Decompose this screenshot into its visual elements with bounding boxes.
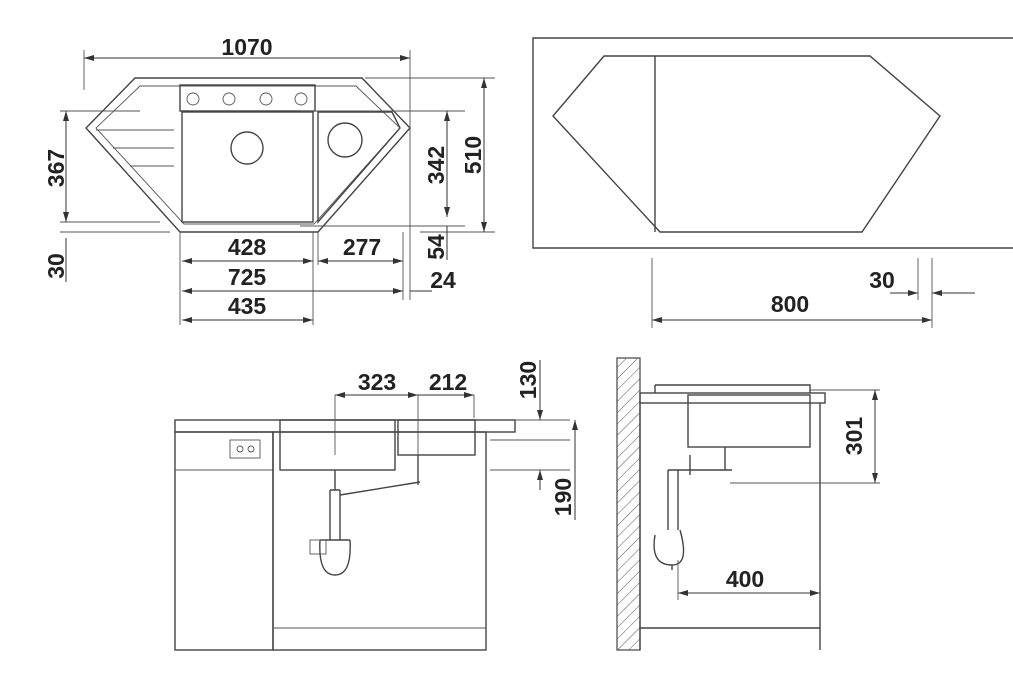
main-bowl [181, 111, 314, 223]
dim-secondary-width: 277 [343, 234, 381, 260]
tap-hole-2 [222, 92, 236, 106]
cabinet-side [639, 403, 821, 650]
tap-hole-3 [259, 92, 273, 106]
bowl-side [687, 394, 811, 448]
countertop-side [639, 392, 826, 404]
front-section: 323 212 130 190 [174, 360, 578, 651]
tap-hole-1 [186, 92, 200, 106]
countertop [174, 419, 516, 433]
secondary-bowl [317, 111, 401, 224]
dim-waste-offset: 400 [726, 566, 764, 592]
cabinet-view: 800 30 [532, 37, 1013, 328]
wall [616, 357, 641, 651]
control-panel [229, 439, 261, 459]
dim-bowl-depth: 342 [423, 146, 449, 184]
secondary-drain [327, 122, 363, 158]
dim-cabinet-width: 800 [771, 291, 809, 317]
dim-main-bowl-width-section: 323 [358, 369, 396, 395]
sink-rim [654, 384, 811, 393]
dim-depth-total: 510 [460, 136, 486, 174]
dim-depth-side: 301 [841, 417, 867, 456]
main-bowl-section [279, 419, 396, 471]
dim-width-total: 1070 [221, 34, 272, 60]
top-view: 1070 367 30 342 510 428 277 54 725 24 43… [43, 34, 495, 325]
dim-secondary-bowl-width-section: 212 [429, 369, 467, 395]
drainer-grooves [96, 129, 174, 167]
tap-ledge [179, 84, 316, 112]
main-drain [230, 131, 264, 165]
dim-gap-bottom: 54 [423, 234, 449, 260]
dim-drain-height: 190 [550, 478, 576, 516]
dim-edge-right: 24 [430, 267, 456, 293]
dim-offset-bottom: 30 [43, 253, 69, 279]
dim-wall-offset: 30 [869, 267, 895, 293]
dim-combined-width: 725 [228, 264, 267, 290]
countertop-outline [532, 37, 1013, 249]
sink-cabinet [272, 431, 487, 651]
side-section: 301 400 [616, 357, 880, 651]
secondary-bowl-section [397, 419, 476, 456]
tap-hole-4 [294, 92, 308, 106]
dim-cutout-width: 435 [228, 293, 267, 319]
waste-pipework [319, 455, 421, 576]
waste-pipework-side [653, 447, 732, 570]
sink-inner-rim [95, 85, 401, 225]
dishwasher [174, 431, 274, 651]
sink-cutout [552, 55, 941, 233]
dim-main-bowl-width: 428 [228, 234, 267, 260]
dim-depth-left: 367 [43, 149, 69, 187]
dim-bowl-depth-section: 130 [515, 361, 541, 399]
sink-outline [85, 77, 411, 233]
